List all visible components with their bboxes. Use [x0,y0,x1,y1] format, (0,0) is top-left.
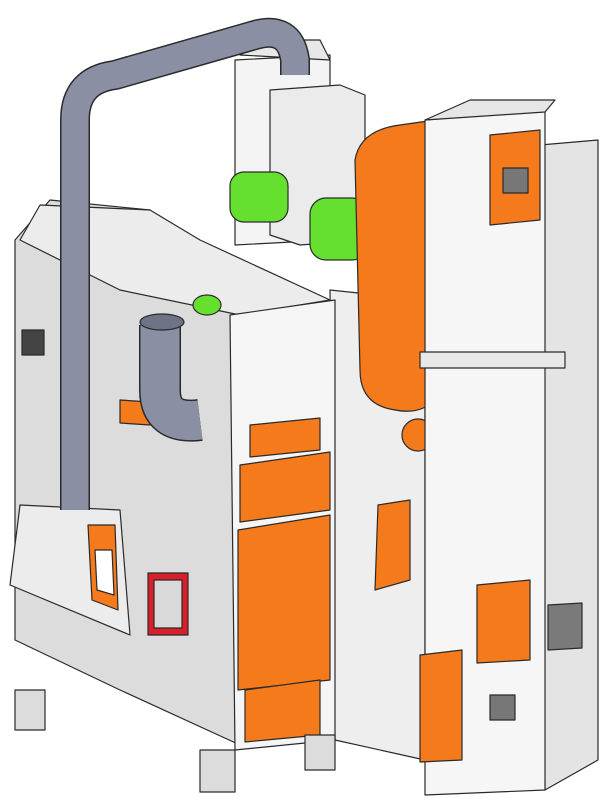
tower-collar [419,351,566,369]
leg [304,734,336,771]
leg [14,689,46,731]
bearing [489,694,516,721]
tower-top [424,99,556,121]
pipe-opening [139,313,185,331]
belt-guard [354,119,436,412]
leg [199,749,236,793]
motor-small [192,294,222,316]
orange-door-main [237,514,331,691]
tower-boot-panel [419,649,463,763]
inspection-window [153,579,183,629]
orange-panel [249,417,321,458]
orange-door-bottom [244,679,321,743]
tensioner-plate [374,499,411,591]
tower-side-panel [539,139,599,791]
bearing [502,167,529,194]
motor [229,171,289,223]
hood-window [94,549,115,596]
mesh-grille [547,602,583,651]
orange-door-top [239,451,331,523]
tower-orange-panel [476,579,531,664]
switch-box [21,329,45,356]
